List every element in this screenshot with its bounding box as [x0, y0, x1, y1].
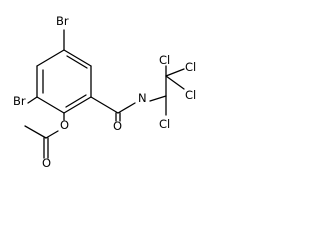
bond-ring-1: [63, 49, 92, 67]
bond-carbonyl-n: [117, 102, 136, 114]
bond-ring-6: [36, 49, 65, 67]
bond-ring-3: [63, 96, 92, 114]
atom-n-amide: N: [138, 91, 147, 105]
benzene-ring: [36, 49, 92, 114]
bond-c-br-left: [27, 96, 38, 104]
bond-ring-3-inner: [65, 94, 87, 108]
bond-o-c-acetyl: [45, 130, 59, 139]
atom-cl-chain: Cl: [159, 117, 170, 131]
atom-o-acetyl: O: [42, 156, 51, 170]
bond-ring-1-inner: [66, 55, 88, 69]
atom-o-amide: O: [113, 119, 122, 133]
bond-ring-carbonyl: [90, 96, 119, 114]
atom-br-top: Br: [56, 14, 69, 28]
atom-cl-bottom: Cl: [185, 88, 196, 102]
bond-ring-4: [36, 96, 65, 114]
atom-o-ester: O: [60, 118, 69, 132]
bond-ccl3-cl-right: [165, 68, 185, 77]
atom-cl-right: Cl: [185, 60, 196, 74]
chemical-structure-diagram: Br Br O O O N Cl Cl Cl Cl: [13, 14, 196, 170]
atom-cl-top: Cl: [159, 53, 170, 67]
atom-br-left: Br: [13, 94, 26, 108]
bond-acetyl-methyl: [24, 125, 47, 139]
bond-ccl3-cl-bottom: [165, 75, 185, 90]
bond-n-ch: [149, 95, 167, 102]
